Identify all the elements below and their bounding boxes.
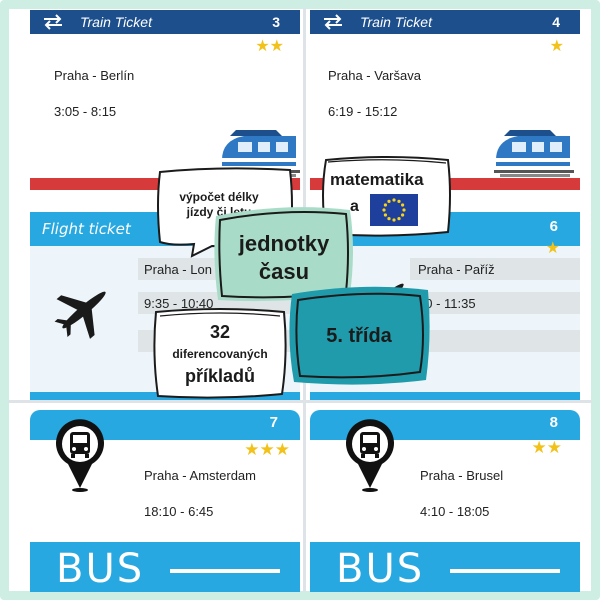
ticket-title: Train Ticket [360, 14, 432, 30]
bus-stop-pin-icon [346, 419, 394, 492]
bus-stop-pin-icon [56, 419, 104, 492]
flight-ticket-footer [310, 392, 580, 400]
note-time-units-line2: času [258, 259, 310, 284]
difficulty-stars: ★ [545, 240, 560, 257]
ticket-time: 9:35 - 10:40 [144, 296, 214, 311]
bus-label: BUS [336, 546, 425, 592]
ticket-title: Train Ticket [80, 14, 152, 30]
note-math-line1: matematika [330, 170, 424, 189]
note-shape [289, 286, 430, 385]
note-examples-line3: příkladů [184, 366, 255, 386]
note-examples-line2: diferencovaných [172, 347, 268, 361]
difficulty-stars: ★★★ [244, 440, 290, 459]
ticket-time: 6:19 - 15:12 [328, 104, 398, 119]
train-icon [220, 130, 300, 177]
train-arrows-icon [44, 14, 62, 30]
note-grade-text: 5. třída [326, 324, 392, 347]
ticket-number: 3 [272, 14, 280, 30]
empty-strip [410, 330, 580, 352]
ticket-time: 18:10 - 6:45 [144, 504, 214, 519]
note-calculation-line1: výpočet délky [179, 190, 259, 204]
train-icon [494, 130, 574, 177]
note-examples: 32 diferencovaných příkladů [150, 306, 290, 402]
train-arrows-icon [324, 14, 342, 30]
note-shape [153, 308, 287, 399]
note-time-units: jednotky času [210, 200, 358, 310]
bus-ticket-card-7: 7 ★★★ Praha - Amsterdam 18:10 - 6:45 BUS [30, 410, 300, 592]
note-examples-line1: 32 [209, 322, 231, 342]
bus-ticket-card-8: 8 ★★ Praha - Brusel 4:10 - 18:05 BUS [310, 410, 580, 592]
ticket-time: 4:10 - 18:05 [420, 504, 490, 519]
bus-label-line [450, 569, 560, 573]
ticket-number: 8 [549, 414, 558, 431]
bus-label: BUS [56, 546, 145, 592]
note-math-line2: a [350, 198, 359, 215]
ticket-route: Praha - Varšava [328, 68, 421, 83]
ticket-number: 4 [552, 14, 560, 30]
ticket-route: Praha - Amsterdam [144, 468, 256, 483]
route-strip [410, 258, 580, 280]
ticket-route: Praha - Berlín [54, 68, 135, 83]
ticket-route: Praha - Lon [144, 262, 212, 277]
eu-flag-icon [370, 194, 418, 226]
note-math: matematika a [318, 154, 454, 240]
train-ticket-header: Train Ticket 3 [30, 10, 300, 34]
bus-ticket-footer: BUS [30, 542, 300, 592]
ticket-number: 6 [549, 218, 558, 235]
ticket-title: Flight ticket [42, 220, 131, 238]
bus-label-line [170, 569, 280, 573]
bus-ticket-footer: BUS [310, 542, 580, 592]
ticket-time: 10 - 11:35 [418, 296, 476, 311]
difficulty-stars: ★★ [255, 38, 284, 55]
airplane-icon [54, 291, 106, 339]
ticket-time: 3:05 - 8:15 [54, 104, 117, 119]
difficulty-stars: ★ [549, 38, 564, 55]
ticket-number: 7 [269, 414, 278, 431]
time-strip [410, 292, 580, 314]
grid-divider-horizontal [8, 400, 592, 403]
train-ticket-header: Train Ticket 4 [310, 10, 580, 34]
difficulty-stars: ★★ [531, 438, 562, 457]
ticket-route: Praha - Brusel [420, 468, 504, 483]
note-grade: 5. třída [284, 282, 434, 390]
ticket-route: Praha - Paříž [418, 262, 495, 277]
note-time-units-line1: jednotky [238, 231, 330, 256]
